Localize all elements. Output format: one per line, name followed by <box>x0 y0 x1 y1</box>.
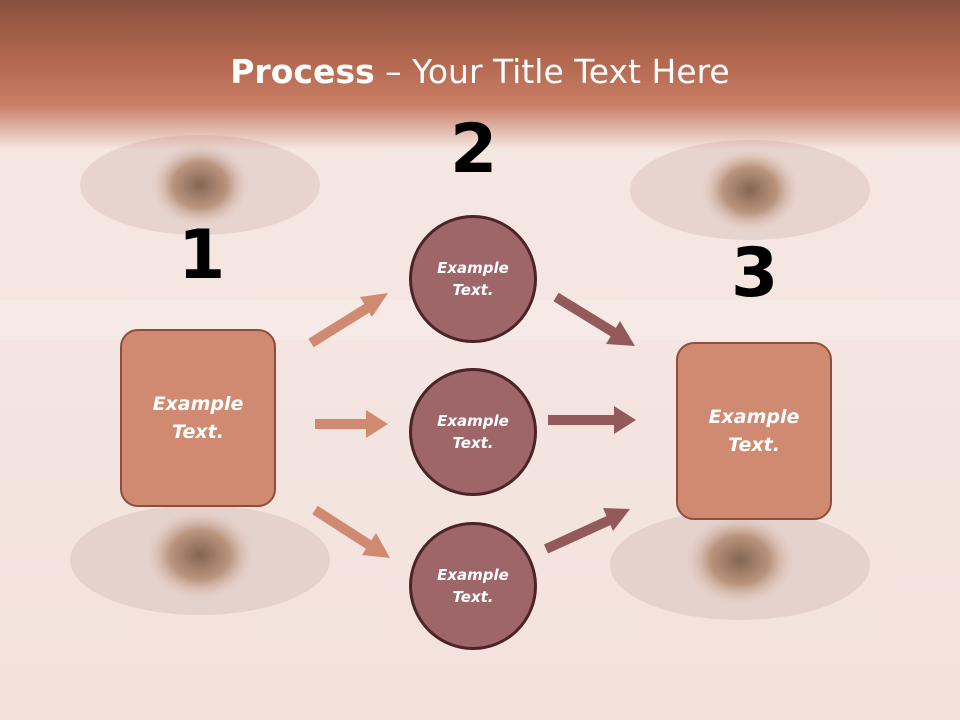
arrow-down-right-head <box>606 321 635 346</box>
title-band <box>0 0 960 150</box>
step-2-circle-bottom: Example Text. <box>409 522 537 650</box>
title-bold: Process <box>230 52 375 91</box>
slide-title: Process – Your Title Text Here <box>0 52 960 91</box>
step-2-top-label: Example Text. <box>437 258 509 300</box>
arrow-down-left-line <box>312 505 377 553</box>
step-2-circle-top: Example Text. <box>409 215 537 343</box>
arrow-mid-right-head <box>614 406 636 434</box>
title-rest: – Your Title Text Here <box>374 52 730 91</box>
step-1-box: Example Text. <box>120 329 276 507</box>
step-2-circle-middle: Example Text. <box>409 368 537 496</box>
step-number-1: 1 <box>178 216 226 295</box>
arrow-up-left-head <box>360 293 388 317</box>
step-2-middle-label: Example Text. <box>437 411 509 453</box>
left-arrows <box>308 293 390 558</box>
step-2-bottom-label: Example Text. <box>437 565 509 607</box>
arrow-down-right-line <box>553 292 621 340</box>
step-3-label: Example Text. <box>708 405 800 457</box>
step-1-label: Example Text. <box>152 392 244 444</box>
step-number-2: 2 <box>450 110 498 189</box>
arrow-up-left-line <box>308 300 375 348</box>
arrow-up-right-line <box>543 514 615 554</box>
arrow-down-left-head <box>362 533 390 558</box>
step-number-3: 3 <box>731 234 779 313</box>
arrow-up-right-head <box>603 508 630 531</box>
arrow-mid-left-head <box>366 410 388 438</box>
right-arrows <box>543 292 636 554</box>
step-3-box: Example Text. <box>676 342 832 520</box>
